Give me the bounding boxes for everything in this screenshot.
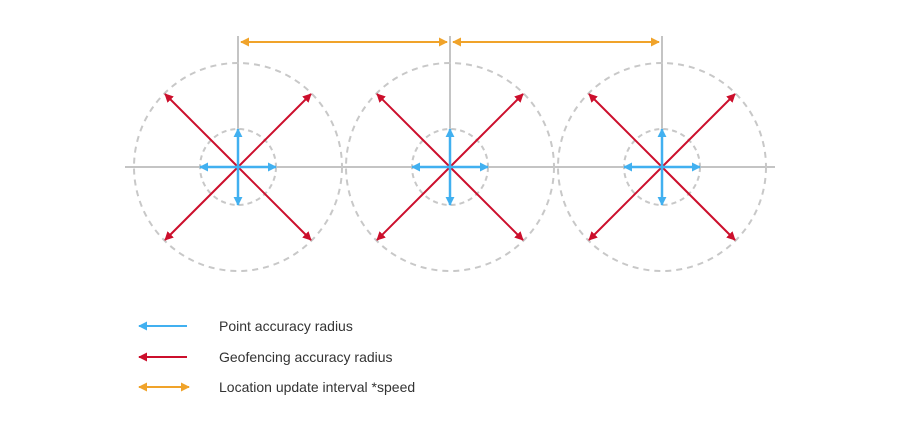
legend-item-point-accuracy: Point accuracy radius bbox=[134, 316, 353, 336]
geofencing-arrow-ne bbox=[237, 93, 312, 168]
location-group-2 bbox=[345, 62, 555, 272]
legend-label: Point accuracy radius bbox=[219, 318, 353, 334]
geofence-circle bbox=[133, 62, 343, 272]
geofencing-arrow-nw bbox=[376, 93, 451, 168]
geofence-circle bbox=[557, 62, 767, 272]
left-arrow-icon bbox=[138, 352, 187, 362]
double-arrow-icon bbox=[138, 382, 190, 392]
geofencing-arrow-sw bbox=[376, 166, 451, 241]
geofencing-arrow-se bbox=[237, 166, 312, 241]
geofencing-arrow-ne bbox=[449, 93, 524, 168]
geofencing-arrow-nw bbox=[588, 93, 663, 168]
geofencing-arrow-sw bbox=[588, 166, 663, 241]
geofencing-arrow-se bbox=[661, 166, 736, 241]
legend-label: Geofencing accuracy radius bbox=[219, 349, 393, 365]
legend-item-geofencing-accuracy: Geofencing accuracy radius bbox=[134, 347, 393, 367]
geofencing-arrow-nw bbox=[164, 93, 239, 168]
geofencing-arrow-ne bbox=[661, 93, 736, 168]
geofencing-arrow-sw bbox=[164, 166, 239, 241]
legend-label: Location update interval *speed bbox=[219, 379, 416, 395]
geofencing-arrow-se bbox=[449, 166, 524, 241]
left-arrow-icon bbox=[138, 321, 187, 331]
geofence-circle bbox=[345, 62, 555, 272]
legend-item-update-interval: Location update interval *speed bbox=[134, 377, 415, 397]
location-group-1 bbox=[133, 62, 343, 272]
location-group-3 bbox=[557, 62, 767, 272]
